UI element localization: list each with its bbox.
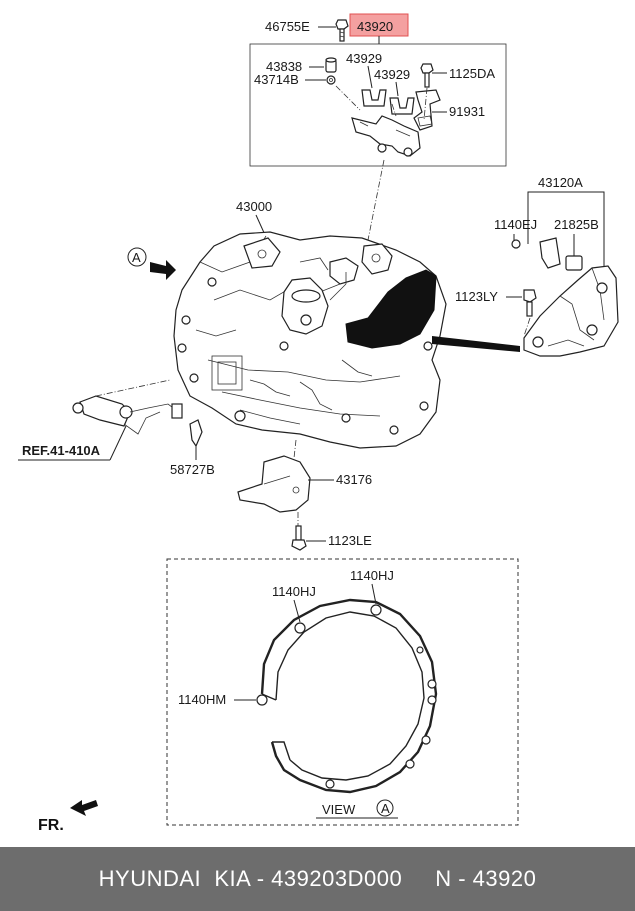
bolt-46755e-icon <box>335 19 349 42</box>
view-a-box <box>166 558 519 826</box>
label-1140ej[interactable]: 1140EJ <box>494 217 537 232</box>
view-caption-text: VIEW <box>322 802 356 817</box>
view-a-marker-circle <box>127 247 147 267</box>
bolt-1140ej-icon <box>511 239 521 249</box>
bolt-1123le-icon <box>291 525 307 551</box>
label-1140hj-b[interactable]: 1140HJ <box>272 584 316 599</box>
label-1123ly[interactable]: 1123LY <box>455 289 498 304</box>
view-a-arrow-icon <box>150 260 176 280</box>
bushing-21825b-icon <box>539 237 583 271</box>
view-caption-circle <box>376 799 394 817</box>
label-43176[interactable]: 43176 <box>336 472 372 487</box>
hose-clip-58727b-icon <box>189 419 203 448</box>
label-43929-a[interactable]: 43929 <box>346 51 382 66</box>
footer-bar: HYUNDAI KIA - 439203D000 N - 43920 <box>0 847 635 911</box>
label-21825b[interactable]: 21825B <box>554 217 599 232</box>
top-inset-group: 43920 46755E 43838 43714B 43929 43929 <box>249 13 507 241</box>
transmission-case-icon <box>173 231 520 449</box>
mount-bracket-43120a-icon <box>523 265 619 357</box>
label-43838[interactable]: 43838 <box>266 59 302 74</box>
label-1125da[interactable]: 1125DA <box>449 66 495 81</box>
label-91931[interactable]: 91931 <box>449 104 485 119</box>
front-label: FR. <box>38 817 64 834</box>
label-1140hj-a[interactable]: 1140HJ <box>350 568 394 583</box>
view-a-marker-letter: A <box>132 250 141 265</box>
bolt-1123ly-icon <box>523 289 537 317</box>
top-inset-box <box>249 43 507 167</box>
front-direction-group: FR. <box>38 800 98 834</box>
mount-bracket-group: 43120A 1140EJ 21825B 1123LY <box>455 175 619 357</box>
footer-part-info: HYUNDAI KIA - 439203D000 N - 43920 <box>98 866 537 891</box>
support-bracket-43176-icon <box>237 439 311 526</box>
label-43929-b[interactable]: 43929 <box>374 67 410 82</box>
bushing-43838-icon <box>325 57 337 73</box>
clip-43929-b-icon <box>389 97 415 115</box>
transmission-assembly-group: 43000 A <box>18 199 520 477</box>
label-43120a[interactable]: 43120A <box>538 175 583 190</box>
clutch-line-icon <box>72 379 183 435</box>
washer-43714b-icon <box>326 75 336 85</box>
label-43000[interactable]: 43000 <box>236 199 272 214</box>
bellhousing-gasket-icon <box>256 598 438 794</box>
view-caption-letter: A <box>381 801 390 816</box>
label-46755e[interactable]: 46755E <box>265 19 310 34</box>
lower-bracket-group: 43176 1123LE <box>237 439 372 551</box>
label-58727b[interactable]: 58727B <box>170 462 215 477</box>
shift-bracket-43920-icon <box>351 115 421 157</box>
label-43920[interactable]: 43920 <box>357 19 393 34</box>
parts-diagram: 43920 46755E 43838 43714B 43929 43929 <box>18 13 619 834</box>
clip-43929-a-icon <box>361 89 387 107</box>
front-arrow-icon <box>70 800 98 816</box>
bolt-1125da-icon <box>420 63 434 88</box>
label-43714b[interactable]: 43714B <box>254 72 299 87</box>
reference-label[interactable]: REF.41-410A <box>22 443 101 458</box>
label-1123le[interactable]: 1123LE <box>328 533 372 548</box>
harness-bracket-91931-icon <box>413 89 441 131</box>
label-1140hm[interactable]: 1140HM <box>178 692 226 707</box>
view-a-inset-group: 1140HJ 1140HJ 1140HM VIEW A <box>166 558 519 826</box>
